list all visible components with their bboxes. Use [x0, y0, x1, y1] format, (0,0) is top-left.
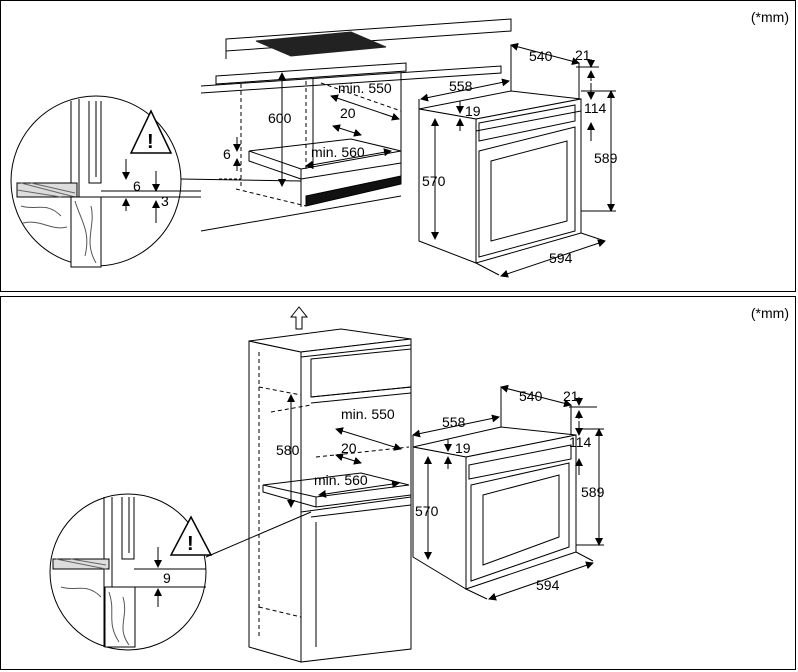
under-counter-installation-panel: (*mm) — [0, 0, 796, 292]
warning-icon: ! — [169, 515, 213, 556]
tall-cabinet-diagram: 580 min. 550 20 min. 560 ! 9 — [49, 306, 605, 663]
dim-width-594: 594 — [549, 250, 573, 266]
dim-cutout-width: min. 560 — [311, 144, 365, 160]
dim-panel-114: 114 — [569, 434, 592, 450]
dim-depth-540: 540 — [529, 48, 553, 64]
detail-dim-6: 6 — [133, 178, 141, 194]
dim-top-19: 19 — [465, 103, 481, 119]
cabinet-cutout — [200, 73, 402, 232]
detail-magnifier — [49, 493, 312, 651]
dim-cutout-height: 580 — [276, 442, 300, 458]
svg-text:!: ! — [147, 131, 154, 153]
hob-cutout — [255, 31, 387, 57]
dim-cutout-width: min. 560 — [314, 472, 368, 488]
dim-front-21: 21 — [563, 388, 579, 404]
tall-cabinet — [248, 328, 412, 663]
dim-panel-114: 114 — [584, 100, 607, 116]
dim-height-570: 570 — [415, 503, 439, 519]
tall-cabinet-installation-panel: (*mm) — [0, 296, 796, 670]
dim-gap-6: 6 — [223, 146, 231, 162]
dim-top-19: 19 — [455, 440, 471, 456]
dim-cutout-depth: min. 550 — [341, 406, 395, 422]
detail-dim-3: 3 — [161, 193, 169, 209]
dim-height-589: 589 — [594, 150, 618, 166]
countertop — [200, 18, 512, 94]
dim-cutout-height: 600 — [268, 110, 292, 126]
dim-height-570: 570 — [422, 173, 446, 189]
dim-cutout-depth: min. 550 — [338, 80, 392, 96]
dim-gap-20: 20 — [340, 105, 356, 121]
dim-depth-558: 558 — [442, 414, 466, 430]
dim-height-589: 589 — [581, 484, 605, 500]
detail-dim-9: 9 — [163, 570, 171, 586]
svg-text:!: ! — [187, 533, 194, 555]
dim-front-21: 21 — [575, 47, 591, 63]
under-counter-diagram: 600 min. 550 20 min. 560 6 ! — [10, 18, 618, 278]
dim-width-594: 594 — [536, 577, 560, 593]
dim-depth-558: 558 — [449, 78, 473, 94]
warning-icon: ! — [129, 109, 173, 154]
unit-note: (*mm) — [750, 9, 789, 25]
up-arrow-icon — [289, 306, 309, 330]
dim-gap-20: 20 — [341, 440, 357, 456]
dim-depth-540: 540 — [519, 388, 543, 404]
unit-note: (*mm) — [750, 305, 789, 321]
